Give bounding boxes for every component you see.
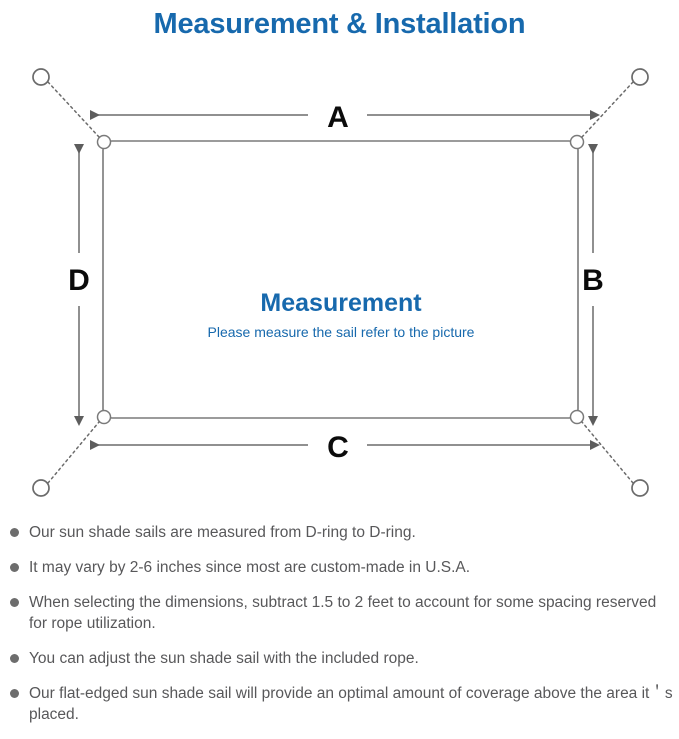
- list-item: It may vary by 2-6 inches since most are…: [0, 557, 679, 578]
- list-item-text: It may vary by 2-6 inches since most are…: [29, 559, 471, 576]
- measurement-diagram: A C D B Measurement Please measure the s…: [0, 48, 679, 518]
- list-item-text: When selecting the dimensions, subtract …: [29, 594, 657, 632]
- rope-bottom-left: [47, 421, 100, 484]
- notes-list: Our sun shade sails are measured from D-…: [0, 522, 679, 739]
- diagram-svg: A C D B: [32, 68, 649, 497]
- dimension-label-a: A: [327, 101, 349, 134]
- list-item: Our sun shade sails are measured from D-…: [0, 522, 679, 543]
- list-item: You can adjust the sun shade sail with t…: [0, 648, 679, 669]
- list-item: Our flat-edged sun shade sail will provi…: [0, 683, 679, 725]
- sail-rectangle: [102, 140, 579, 419]
- rope-top-left: [47, 81, 100, 138]
- rope-bottom-right: [581, 421, 634, 484]
- anchor-point-top-left: [32, 68, 50, 86]
- list-item-text: Our sun shade sails are measured from D-…: [29, 524, 416, 541]
- dimension-label-c: C: [327, 431, 349, 464]
- anchor-point-bottom-left: [32, 479, 50, 497]
- dimension-label-d: D: [68, 264, 90, 297]
- bullet-icon: [10, 598, 19, 607]
- dimension-label-b: B: [582, 264, 604, 297]
- bullet-icon: [10, 689, 19, 698]
- bullet-icon: [10, 654, 19, 663]
- bullet-icon: [10, 563, 19, 572]
- list-item-text: Our flat-edged sun shade sail will provi…: [29, 685, 673, 723]
- bullet-icon: [10, 528, 19, 537]
- anchor-point-bottom-right: [631, 479, 649, 497]
- page-title: Measurement & Installation: [153, 8, 526, 40]
- list-item-text: You can adjust the sun shade sail with t…: [29, 650, 419, 667]
- rope-top-right: [581, 81, 634, 138]
- d-ring-bottom-left: [96, 409, 112, 425]
- d-ring-top-left: [96, 134, 112, 150]
- d-ring-top-right: [569, 134, 585, 150]
- d-ring-bottom-right: [569, 409, 585, 425]
- anchor-point-top-right: [631, 68, 649, 86]
- list-item: When selecting the dimensions, subtract …: [0, 592, 679, 634]
